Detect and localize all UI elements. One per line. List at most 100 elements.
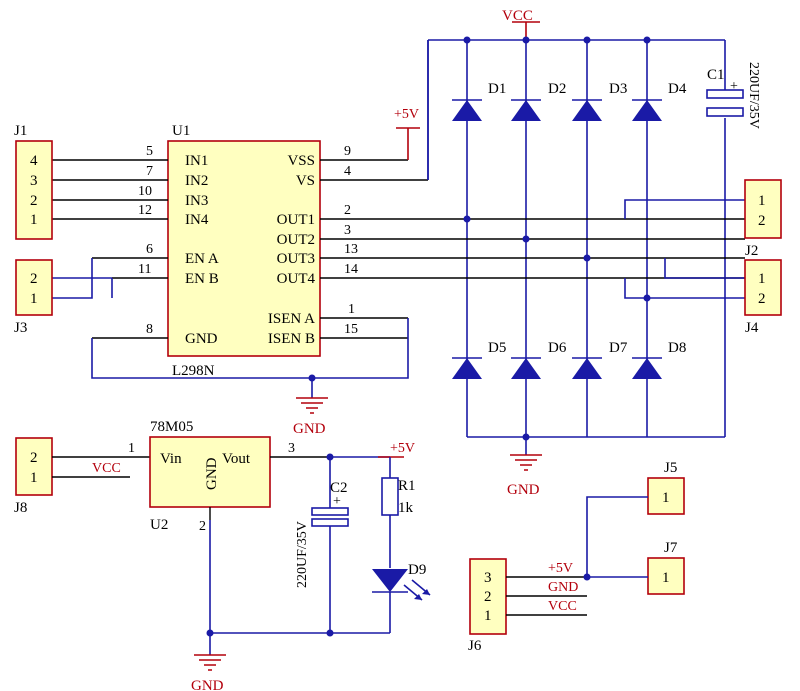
connector-j4: 1 2 [744,259,782,316]
connector-j2: 1 2 [744,179,782,239]
u1-pin-num: 15 [344,322,358,337]
junction [522,36,530,44]
d7-label: D7 [609,340,628,356]
vcc-top-label: VCC [502,8,533,24]
junction [463,36,471,44]
j8-ref: J8 [14,500,27,516]
u1-pin-num: 11 [138,262,151,277]
svg-text:1: 1 [484,608,492,624]
d9-label: D9 [408,562,426,578]
u2-vout: Vout [222,451,251,467]
connector-j6: 3 2 1 [469,558,507,635]
gnd-symbol-psu [194,654,226,671]
svg-text:3: 3 [484,570,492,586]
junction [326,453,334,461]
u1-pin-name: IN2 [185,173,208,189]
u1-pin-num: 13 [344,242,358,257]
gnd-symbol-u1 [296,397,328,414]
u1-pin-name: IN4 [185,212,209,228]
u2-pin-gnd: 2 [199,519,206,534]
gnd-bridge-label: GND [507,482,540,498]
d4-label: D4 [668,81,687,97]
p5v-label: +5V [390,441,415,456]
connector-j5: 1 [647,477,685,515]
diode-d8 [632,357,662,379]
u2-vin: Vin [160,451,182,467]
c2-value: 220UF/35V [295,521,310,588]
j6-net-p5v: +5V [548,561,573,576]
r1-value: 1k [398,500,414,516]
u1-pin-name: GND [185,331,218,347]
u2-ref: U2 [150,517,168,533]
junction [326,629,334,637]
wire-enb [52,277,113,298]
u1-pin-num: 4 [344,164,351,179]
u1-body [167,140,321,357]
resistor-r1 [381,477,399,516]
j6-ref: J6 [468,638,482,654]
junction [643,294,651,302]
gnd-symbol-bridge [510,454,542,471]
d1-label: D1 [488,81,506,97]
diode-d3 [572,99,602,121]
svg-text:1: 1 [662,490,670,506]
u2-body [149,436,271,508]
junction [583,36,591,44]
u1-pin-name: VS [296,173,315,189]
u1-pin-num: 12 [138,203,152,218]
u1-ref: U1 [172,123,190,139]
svg-text:2: 2 [30,193,38,209]
diode-d7 [572,357,602,379]
diode-d1 [452,99,482,121]
svg-text:2: 2 [484,589,492,605]
j5-ref: J5 [664,460,677,476]
svg-text:4: 4 [30,153,38,169]
junction [643,36,651,44]
capacitor-c1 [706,89,744,117]
connector-j8: 2 1 [15,437,53,496]
c2-ref: C2 [330,480,348,496]
gnd-u1-label: GND [293,421,326,437]
diode-d5 [452,357,482,379]
svg-text:2: 2 [30,450,38,466]
u1-pin-name: EN B [185,271,219,287]
u1-pin-num: 2 [344,203,351,218]
svg-text:1: 1 [758,271,766,287]
u1-out-wires [320,159,745,339]
u1-pin-num: 14 [344,262,358,277]
d2-label: D2 [548,81,566,97]
u1-pin-name: OUT3 [277,251,315,267]
svg-text:2: 2 [758,291,766,307]
c2-plus: + [333,494,341,509]
u1-pin-name: ISEN A [268,311,315,327]
u2-pin-in: 1 [128,441,135,456]
wire-ena [52,258,93,299]
u1-pin-name: EN A [185,251,219,267]
u1-pin-num: 5 [146,144,153,159]
svg-text:1: 1 [662,570,670,586]
vcc-j8-label: VCC [92,461,121,476]
led-d9 [372,569,431,601]
u1-en-wires [92,257,168,339]
wire-out4 [624,278,745,299]
u1-pin-num: 9 [344,144,351,159]
u1-in-wires [52,159,168,220]
u1-pin-name: ISEN B [268,331,315,347]
j4-ref: J4 [745,320,759,336]
u1-pin-num: 7 [146,164,153,179]
wire-j5-j7 [586,496,648,578]
j7-ref: J7 [664,540,678,556]
u1-pin-num: 8 [146,322,153,337]
junction [206,629,214,637]
wire-out3 [664,258,745,279]
junction [583,254,591,262]
p5v-vss-label: +5V [394,107,419,122]
wire-out1 [624,199,745,219]
u1-part: L298N [172,363,215,379]
junction [583,573,591,581]
svg-text:1: 1 [30,470,38,486]
svg-text:1: 1 [30,212,38,228]
connector-j7: 1 [647,557,685,595]
diode-d2 [511,99,541,121]
